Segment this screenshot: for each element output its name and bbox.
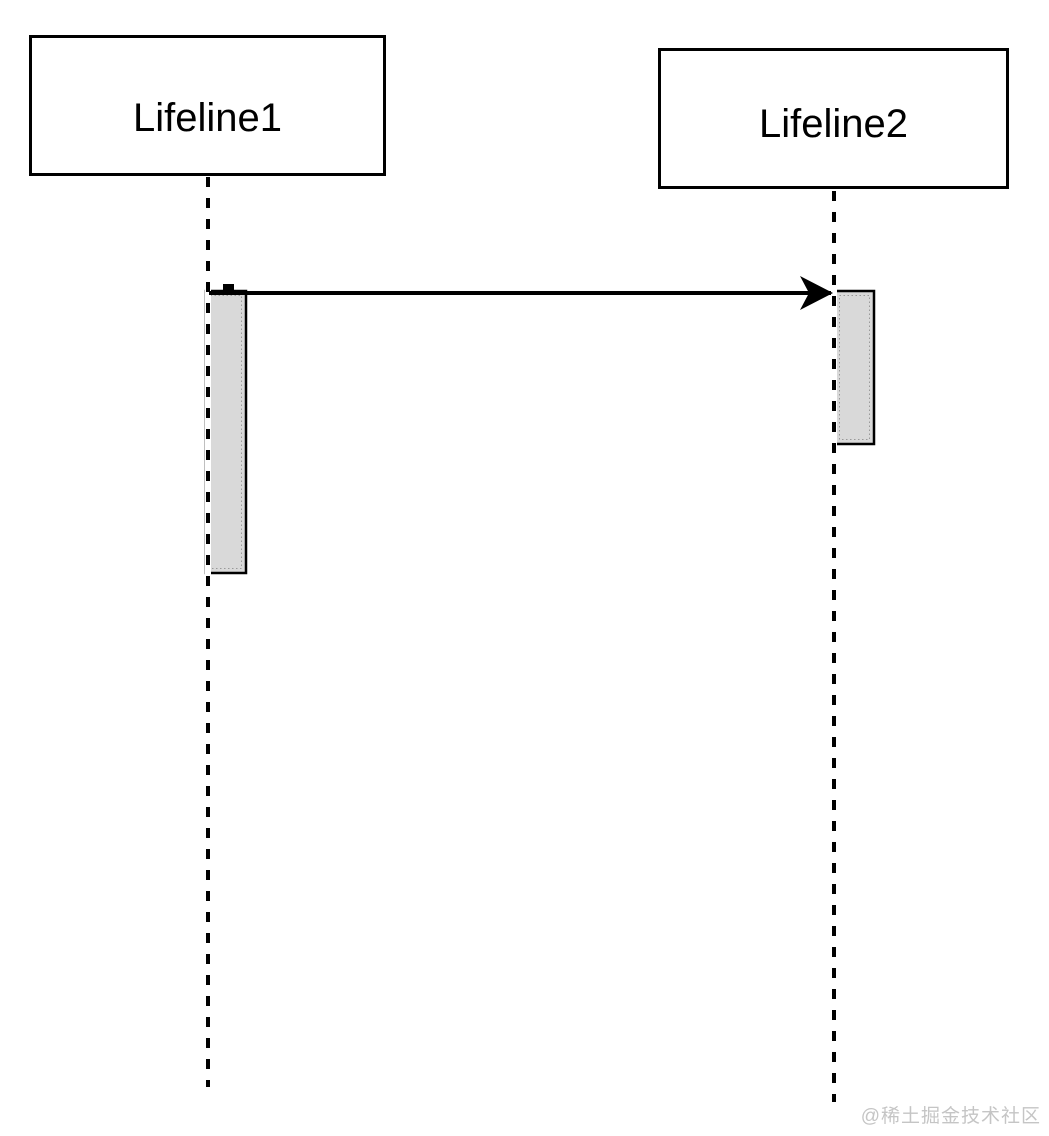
activation-bar-lifeline2-inner-dotted-border [839,295,870,440]
lifeline2-head-box: Lifeline2 [658,48,1009,189]
lifeline2-label: Lifeline2 [758,102,908,146]
activation-bar-lifeline1-inner-dotted-border [210,295,242,569]
lifeline1-head-box: Lifeline1 [29,35,386,176]
activation-bar-lifeline1 [204,289,248,575]
watermark-text: @稀土掘金技术社区 [860,1106,1041,1127]
message-arrowhead-icon [800,276,833,310]
activation-bar-lifeline2 [833,289,876,446]
message-source-notch [223,284,234,292]
lifeline1-label: Lifeline1 [132,96,282,140]
